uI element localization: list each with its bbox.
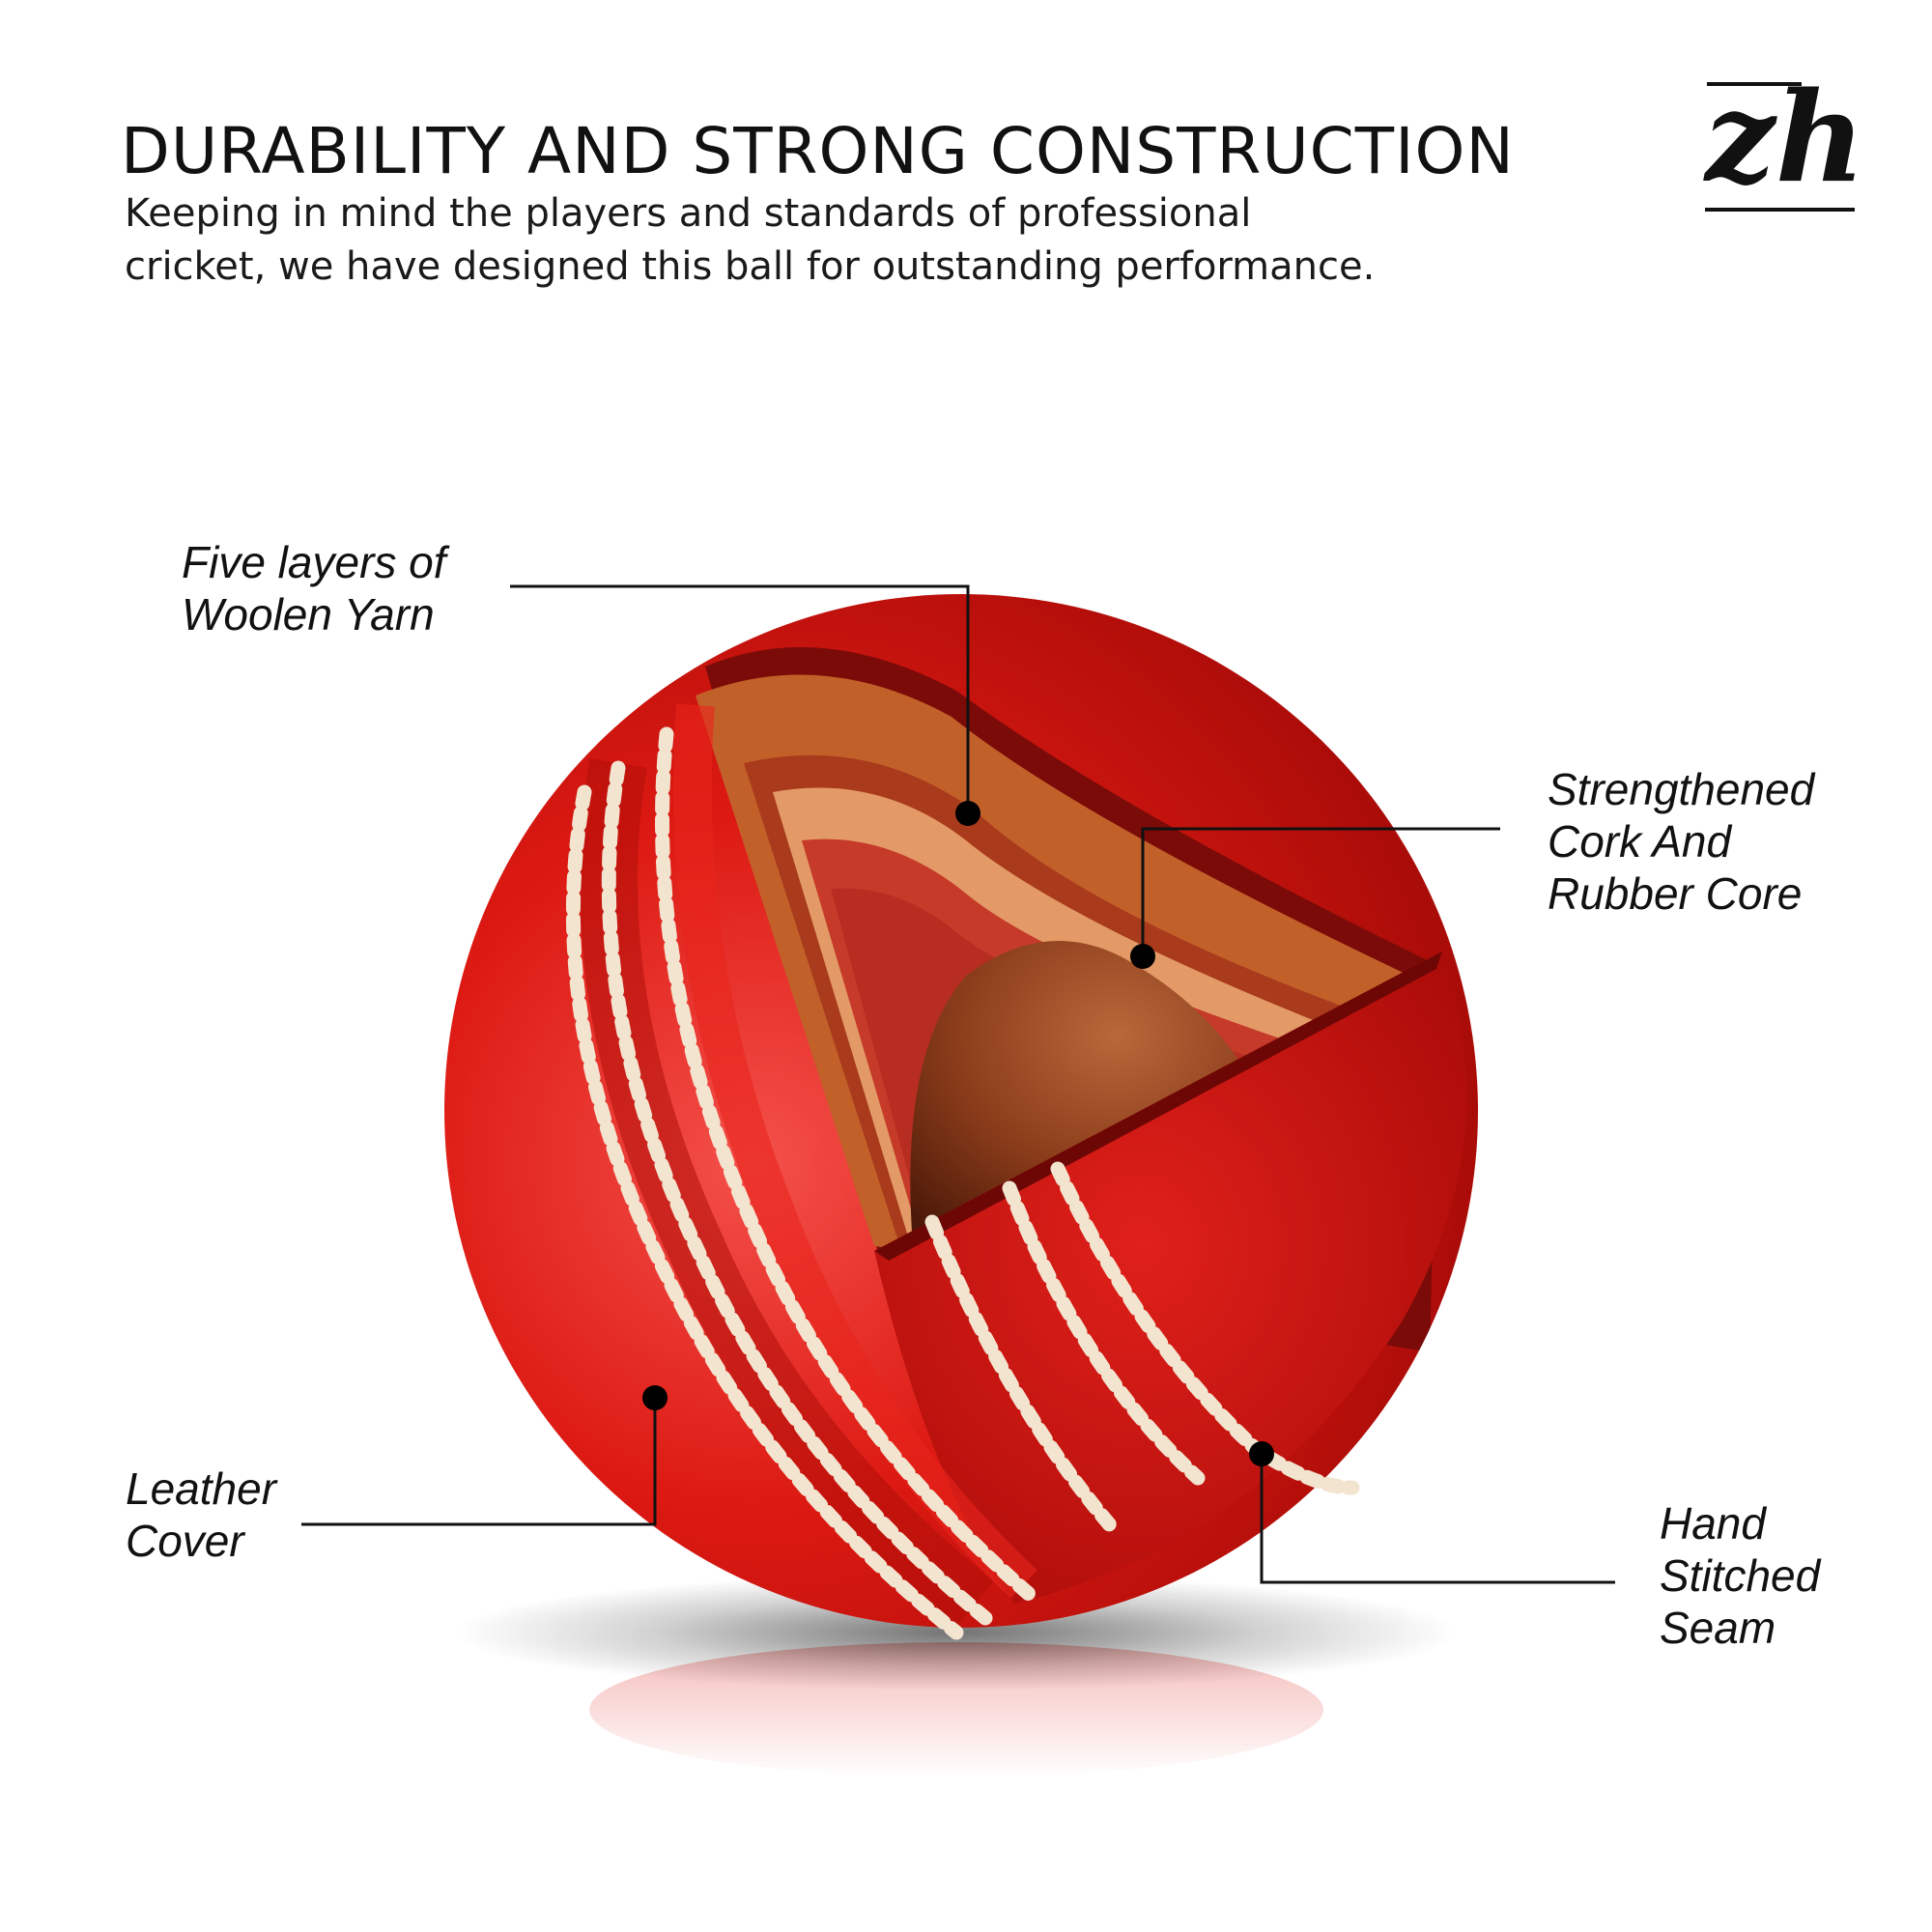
yarn-callout-dot [955, 801, 980, 826]
brand-logo: zh [1703, 66, 1860, 212]
callout-core-line-3: Rubber Core [1548, 868, 1803, 919]
subtitle-line-2: cricket, we have designed this ball for … [125, 244, 1376, 289]
logo-lettermark: zh [1703, 66, 1860, 211]
seam-ridge-right [672, 703, 1037, 1599]
callout-seam-line-2: Stitched [1660, 1550, 1821, 1601]
callout-yarn-line-1: Five layers of [182, 537, 446, 587]
core-callout-dot [1130, 944, 1155, 969]
page-title: DURABILITY AND STRONG CONSTRUCTION [121, 114, 1515, 188]
stitch-rows-main [565, 726, 1037, 1640]
callout-lines [301, 584, 1615, 1584]
stitch-rows-wedge [924, 1161, 1360, 1534]
seam-callout-dot [1249, 1441, 1274, 1466]
core-callout-line [1141, 827, 1500, 956]
callout-seam-line-3: Seam [1660, 1603, 1776, 1653]
callout-leather-cover: Leather Cover [126, 1463, 276, 1567]
leather-callout-line [301, 1398, 657, 1526]
seam-callout-line [1260, 1454, 1615, 1584]
callout-core-line-1: Strengthened [1548, 764, 1815, 814]
leather-callout-dot [642, 1385, 668, 1410]
leather-cover-wedge [874, 952, 1467, 1604]
yarn-callout-line [510, 584, 970, 813]
callout-yarn-line-2: Woolen Yarn [182, 589, 435, 639]
callout-seam-line-1: Hand [1660, 1498, 1766, 1548]
subtitle-line-1: Keeping in mind the players and standard… [125, 191, 1252, 236]
callout-leather-line-1: Leather [126, 1463, 277, 1514]
wedge-top-edge [874, 952, 1442, 1261]
callout-leather-line-2: Cover [126, 1516, 244, 1566]
callout-woolen-yarn: Five layers of Woolen Yarn [182, 536, 446, 640]
callout-hand-stitched-seam: Hand Stitched Seam [1660, 1497, 1820, 1654]
callout-cork-rubber-core: Strengthened Cork And Rubber Core [1548, 763, 1814, 920]
callout-core-line-2: Cork And [1548, 816, 1732, 867]
